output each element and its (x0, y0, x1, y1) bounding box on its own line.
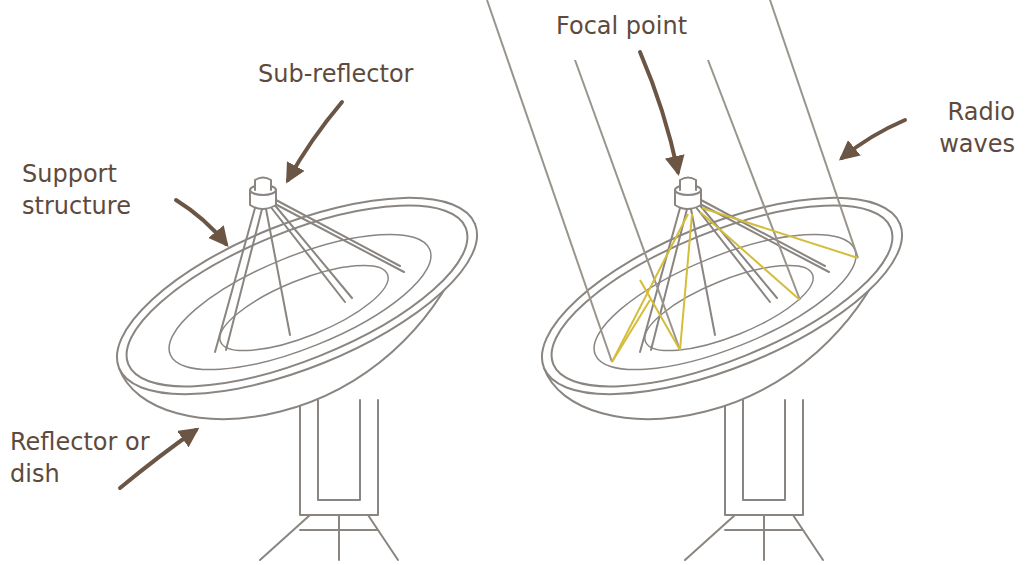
part-label: Support structure (22, 158, 172, 223)
radio-waves (487, 0, 858, 362)
dish-left (92, 157, 502, 560)
leader-arrows (120, 52, 905, 488)
part-label: Reflector or dish (10, 426, 150, 491)
part-label: Focal point (556, 10, 736, 42)
dish-right (517, 157, 927, 560)
part-label: Sub-reflector (258, 58, 458, 90)
reflected-waves (612, 208, 858, 362)
part-label: Radio waves (905, 96, 1015, 161)
